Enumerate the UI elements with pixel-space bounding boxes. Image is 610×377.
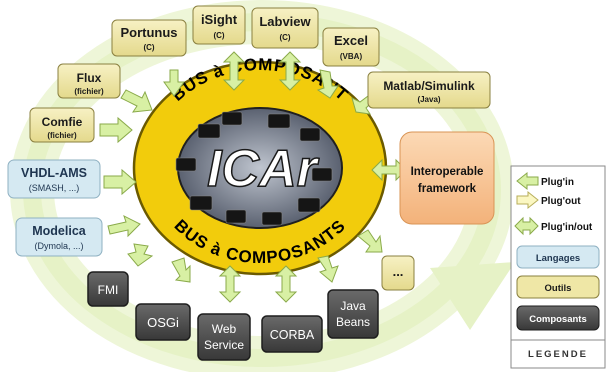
component-name: FMI [98, 283, 119, 297]
plugin-arrow-icon [120, 89, 153, 113]
icar-logo: ICAr [207, 140, 320, 198]
plugin-arrow-icon [316, 69, 339, 99]
tool-sub: (fichier) [74, 87, 104, 96]
framework-line2: framework [418, 183, 477, 195]
pluginout-arrow-icon [127, 243, 154, 267]
tool-sub: (C) [279, 33, 290, 42]
language-name: VHDL-AMS [21, 166, 87, 180]
chip-icon [311, 167, 333, 182]
language-boxes: VHDL-AMS (SMASH, ...) Modelica (Dymola, … [7, 159, 103, 257]
pluginout-arrow-icon [274, 265, 298, 303]
chip-icon [189, 195, 213, 211]
chip-icon [297, 197, 321, 213]
tool-name: Matlab/Simulink [383, 79, 475, 93]
tool-sub: (VBA) [340, 52, 363, 61]
plugout-arrow-icon [357, 229, 383, 253]
plugin-arrow-icon [107, 215, 141, 238]
component-name: OSGi [147, 315, 179, 330]
legend-langages: Langages [516, 245, 600, 269]
plugout-arrow-icon [163, 69, 185, 97]
legend-langages-label: Langages [536, 253, 580, 264]
language-sub: (SMASH, ...) [29, 183, 80, 193]
plugin-arrow-icon [99, 116, 133, 144]
chip-icon [221, 111, 243, 126]
tool-box-isight[interactable]: iSight (C) [192, 5, 246, 45]
legend-plugin-label: Plug'in [541, 177, 574, 188]
plugout-arrow-icon [516, 190, 539, 210]
tool-box-matlab[interactable]: Matlab/Simulink (Java) [367, 71, 491, 109]
chip-icon [197, 123, 221, 139]
pluginout-arrow-icon [218, 265, 242, 303]
legend-composants-label: Composants [529, 314, 587, 325]
component-box-osgi[interactable]: OSGi [135, 303, 191, 341]
tool-name: ... [393, 264, 404, 279]
flow-arrowhead-icon [430, 262, 515, 330]
pluginout-arrow-icon [222, 51, 246, 91]
legend-outils: Outils [516, 275, 600, 299]
tool-box-labview[interactable]: Labview (C) [251, 7, 319, 49]
plugout-arrow-icon [317, 255, 339, 283]
plugin-arrow-icon [103, 168, 137, 196]
component-name: CORBA [270, 328, 315, 342]
interoperable-framework[interactable]: Interoperable framework [399, 131, 495, 225]
chip-icon [261, 211, 283, 226]
tool-name: Portunus [120, 25, 177, 40]
legend-composants: Composants [516, 305, 600, 331]
legend-plugout: Plug'out [516, 190, 581, 210]
tool-sub: (fichier) [47, 131, 77, 140]
tool-name: iSight [201, 12, 238, 27]
chip-icons [175, 111, 333, 226]
chip-icon [175, 157, 197, 172]
tool-boxes: Comfie (fichier) Flux (fichier) Portunus… [29, 5, 491, 291]
component-bus: BUS à COMPOSANT BUS à COMPOSANTS ICAr [132, 55, 388, 276]
component-box-corba[interactable]: CORBA [261, 315, 323, 353]
component-name: Web [212, 322, 237, 336]
tool-name: Flux [77, 71, 102, 85]
language-box-modelica[interactable]: Modelica (Dymola, ...) [15, 217, 103, 257]
tool-box-excel[interactable]: Excel (VBA) [322, 27, 380, 67]
tool-sub: (C) [213, 31, 224, 40]
component-box-fmi[interactable]: FMI [87, 271, 129, 307]
component-name: Java [340, 299, 366, 313]
legend-title: LEGENDE [528, 349, 588, 360]
tool-name: Labview [259, 14, 311, 29]
chip-icon [299, 127, 321, 142]
component-boxes: FMI OSGi Web Service CORBA Java Beans [87, 271, 379, 361]
tool-name: Excel [334, 33, 368, 48]
language-sub: (Dymola, ...) [34, 241, 83, 251]
pluginout-arrow-icon [278, 51, 302, 91]
legend-outils-label: Outils [545, 283, 572, 294]
plug-arrows [99, 51, 407, 303]
tool-sub: (Java) [417, 95, 440, 104]
pluginout-arrow-icon [171, 257, 191, 283]
component-name-line2: Service [204, 338, 244, 352]
legend-pluginout-label: Plug'in/out [541, 222, 593, 233]
chip-icon [225, 209, 247, 224]
tool-box-portunus[interactable]: Portunus (C) [111, 19, 187, 57]
component-name-line2: Beans [336, 315, 370, 329]
pluginout-arrow-icon [514, 216, 539, 236]
chip-icon [267, 113, 291, 129]
component-box-javabeans[interactable]: Java Beans [327, 289, 379, 339]
tool-sub: (C) [143, 43, 154, 52]
tool-name: Comfie [42, 115, 83, 129]
language-name: Modelica [32, 224, 87, 238]
legend-pluginout: Plug'in/out [514, 216, 593, 236]
framework-line1: Interoperable [411, 166, 484, 178]
plugin-arrow-icon [516, 171, 539, 191]
tool-box-flux[interactable]: Flux (fichier) [57, 63, 121, 99]
legend-plugout-label: Plug'out [541, 196, 581, 207]
tool-box-comfie[interactable]: Comfie (fichier) [29, 107, 95, 143]
tool-box-more[interactable]: ... [381, 255, 415, 291]
legend-plugin: Plug'in [516, 171, 574, 191]
language-box-vhdl[interactable]: VHDL-AMS (SMASH, ...) [7, 159, 101, 199]
component-box-webservice[interactable]: Web Service [197, 313, 251, 361]
legend: Plug'in Plug'out Plug'in/out Langages Ou… [510, 165, 606, 369]
